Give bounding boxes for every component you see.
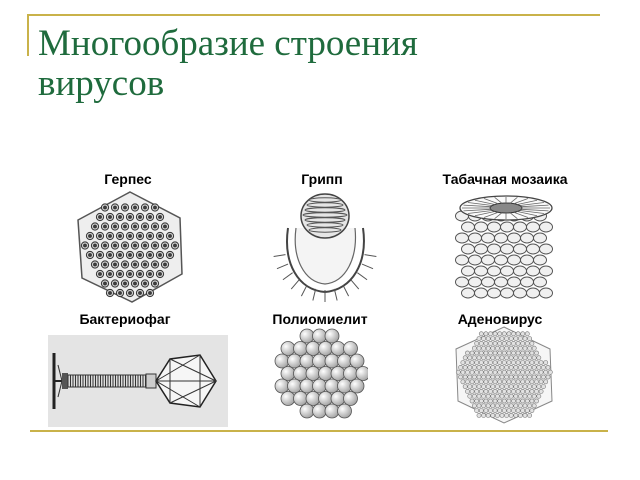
bacteriophage-icon: [48, 335, 228, 427]
frame-left-line: [27, 14, 29, 56]
herpes-virus-icon: [77, 191, 183, 303]
frame-bottom-line: [30, 430, 608, 432]
adenovirus-icon: [455, 326, 553, 424]
label-tobacco-mosaic: Табачная мозаика: [442, 171, 568, 187]
label-adenovirus: Аденовирус: [457, 311, 543, 327]
label-poliomyelitis: Полиомиелит: [272, 311, 368, 327]
slide-title-line-2: вирусов: [38, 63, 165, 104]
slide-title: Многообразие строения вирусов: [38, 24, 598, 104]
slide-title-line-1: Многообразие строения: [38, 23, 418, 64]
label-influenza: Грипп: [301, 171, 343, 187]
label-herpes: Герпес: [104, 171, 152, 187]
frame-top-line: [27, 14, 600, 16]
poliovirus-icon: [274, 328, 368, 419]
tobacco-mosaic-virus-icon: [452, 188, 560, 303]
label-bacteriophage: Бактериофаг: [79, 311, 171, 327]
influenza-virus-icon: [273, 193, 377, 302]
